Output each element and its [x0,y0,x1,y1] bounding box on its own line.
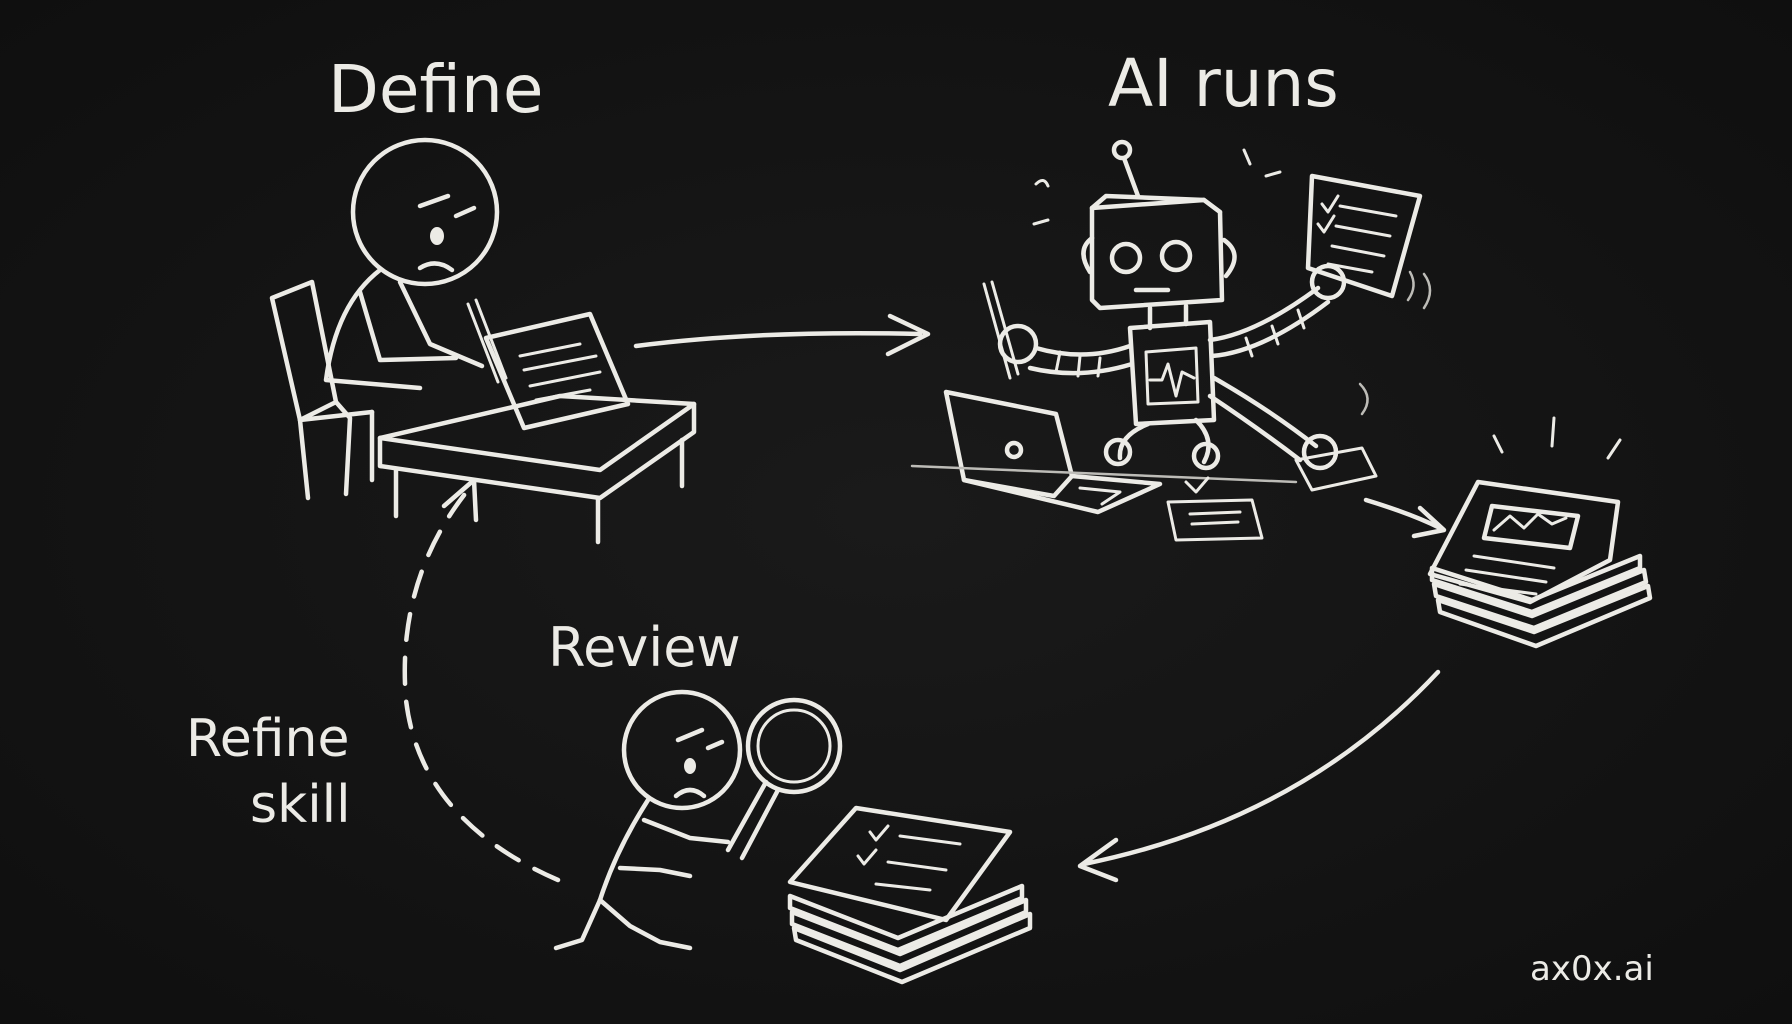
person-at-desk-icon [269,137,697,545]
review-document-stack-icon [787,805,1033,985]
output-burst [1492,416,1622,460]
robot-icon [982,139,1432,492]
stage-label-ai-runs: AI runs [1108,45,1339,122]
watermark: ax0x.ai [1530,949,1654,989]
arrow-define-to-ai [633,313,931,357]
arrow-ai-to-output [1363,497,1447,539]
stage-label-refine-line1: Refine [186,709,350,769]
reviewer-icon [553,689,743,951]
desk-papers-icon [1166,476,1264,542]
arrow-output-to-review [1077,669,1441,883]
document-stack-icon [1427,479,1653,649]
arrow-refine-to-define [402,477,561,883]
stage-label-refine-line2: skill [250,775,351,835]
stage-label-review: Review [548,616,741,679]
magnifying-glass-icon [725,697,843,861]
stage-label-define: Define [328,51,543,128]
laptop-icon [910,389,1298,515]
